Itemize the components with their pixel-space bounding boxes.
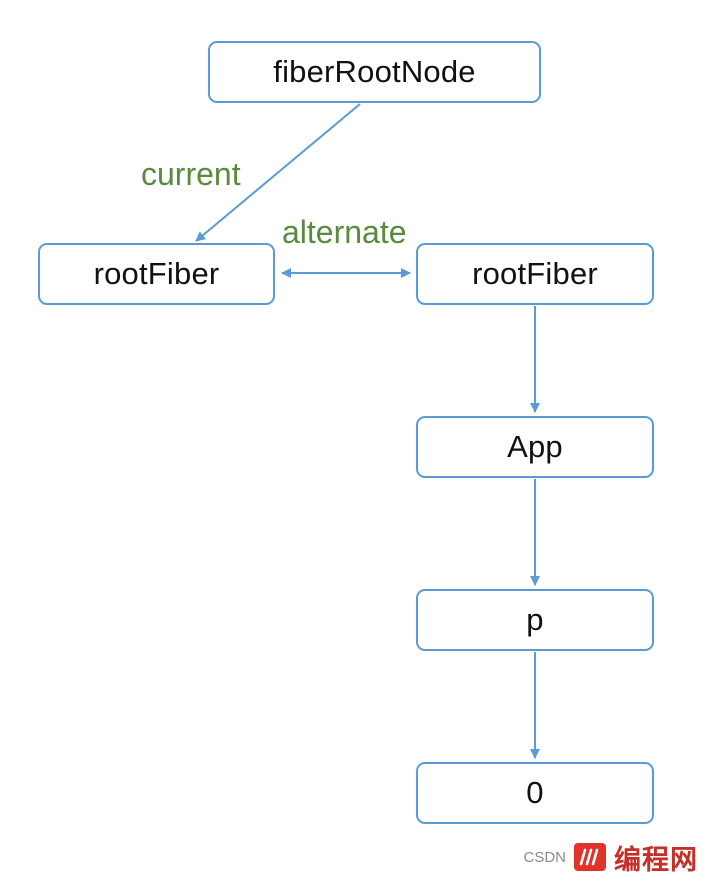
root-fiber-current-label: rootFiber [93, 256, 220, 291]
site-logo-icon [574, 843, 606, 871]
app-label: App [507, 429, 563, 464]
root-fiber-wip-box: rootFiber [416, 243, 654, 305]
csdn-watermark-text: CSDN [523, 848, 566, 866]
watermark: CSDN 编程网 [523, 843, 698, 876]
p-box: p [416, 589, 654, 651]
current-edge-label: current [141, 156, 241, 192]
zero-box: 0 [416, 762, 654, 824]
p-label: p [526, 602, 544, 637]
current-edge [195, 103, 361, 242]
root-fiber-wip-label: rootFiber [472, 256, 598, 291]
fiber-root-node-box: fiberRootNode [208, 41, 541, 103]
fiber-root-node-label: fiberRootNode [273, 54, 476, 89]
app-box: App [416, 416, 654, 478]
site-name-watermark-text: 编程网 [614, 844, 698, 876]
alternate-edge-label: alternate [282, 214, 407, 250]
root-fiber-current-box: rootFiber [38, 243, 275, 305]
zero-label: 0 [526, 775, 544, 810]
